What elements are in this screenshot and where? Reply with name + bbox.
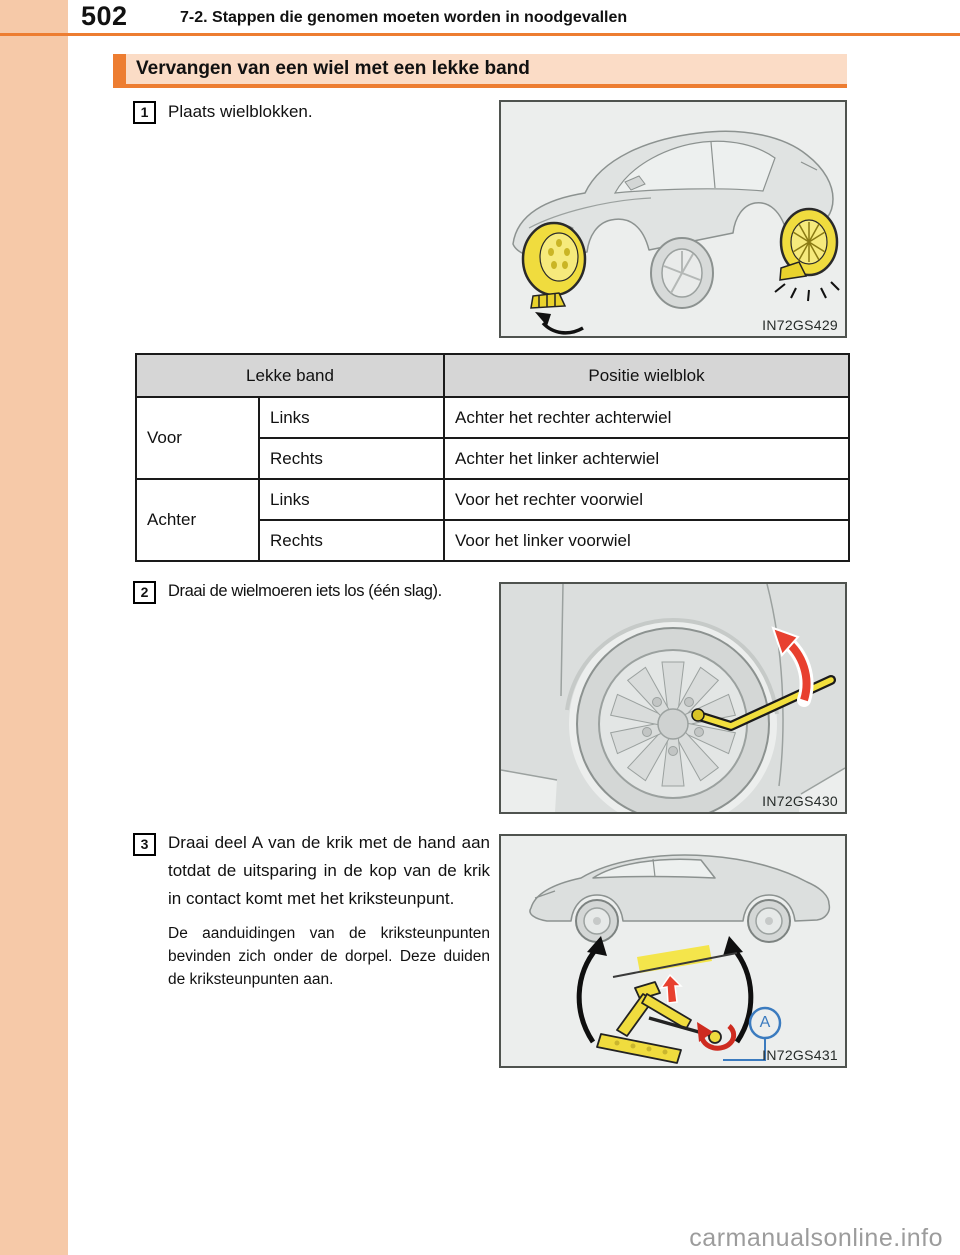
table-cell-position: Voor het linker voorwiel [443, 519, 850, 562]
header-rule [0, 33, 960, 36]
section-title: Vervangen van een wiel met een lekke ban… [136, 58, 530, 79]
wheel-wrench-illustration [501, 584, 845, 812]
wheel-chock-icon [530, 292, 567, 309]
wheel-block-table: Lekke band Positie wielblok Voor Links A… [135, 353, 850, 562]
jack-point-highlight [637, 945, 712, 973]
table-row: Rechts Voor het linker voorwiel [136, 519, 850, 562]
up-arrow-icon [723, 936, 754, 1044]
table-cell-position: Achter het linker achterwiel [443, 437, 850, 480]
table-cell-side: Links [258, 478, 445, 521]
up-arrow-icon [576, 936, 607, 1044]
step-1: 1 Plaats wielblokken. [133, 101, 313, 124]
figure-wheel-blocks: IN72GS429 [499, 100, 847, 338]
curved-arrow-icon [535, 312, 584, 335]
step-3-number-badge: 3 [133, 833, 156, 856]
table-cell-position: Voor het rechter voorwiel [443, 478, 850, 521]
section-accent-bar [113, 54, 126, 84]
step-1-number-badge: 1 [133, 101, 156, 124]
chapter-header: 7-2. Stappen die genomen moeten worden i… [180, 9, 628, 26]
page-number: 502 [81, 1, 128, 31]
watermark: carmanualsonline.info [689, 1224, 943, 1252]
table-header-row: Lekke band Positie wielblok [135, 353, 850, 398]
step-3: 3 Draai deel A van de krik met de hand a… [133, 833, 490, 991]
table-row: Rechts Achter het linker achterwiel [136, 437, 850, 480]
figure-label: IN72GS431 [762, 1047, 838, 1063]
emphasis-rays-icon [774, 281, 840, 302]
car-three-quarter-illustration [512, 130, 840, 335]
wheel-chock-icon [779, 261, 808, 281]
step-2-number-badge: 2 [133, 581, 156, 604]
table-cell-side: Links [258, 396, 445, 439]
table-header-block-position: Positie wielblok [443, 353, 850, 398]
figure-label: IN72GS430 [762, 793, 838, 809]
step-3-text: Draai deel A van de krik met de hand aan… [168, 833, 490, 908]
jack-illustration [501, 836, 845, 1066]
red-rotation-arrow-icon [771, 626, 814, 707]
table-cell-side: Rechts [258, 437, 445, 480]
step-2-text: Draai de wielmoeren iets los (één slag). [168, 582, 442, 600]
callout-a-letter: A [759, 1014, 771, 1031]
step-3-note: De aanduidingen van de kriksteunpunten b… [168, 925, 490, 988]
table-header-flat-tire: Lekke band [135, 353, 445, 398]
table-cell-group: Achter [135, 478, 260, 562]
table-row: Achter Links Voor het rechter voorwiel [135, 478, 850, 562]
page-margin-strip [0, 0, 68, 1255]
step-1-text: Plaats wielblokken. [168, 102, 313, 121]
section-title-bar: Vervangen van een wiel met een lekke ban… [113, 54, 847, 88]
table-cell-position: Achter het rechter achterwiel [443, 396, 850, 439]
table-cell-side: Rechts [258, 519, 445, 562]
figure-jack-positioning: A IN72GS431 [499, 834, 847, 1068]
figure-loosen-wheel-nuts: IN72GS430 [499, 582, 847, 814]
lug-wrench-icon [691, 675, 836, 731]
table-cell-group: Voor [135, 396, 260, 480]
table-row: Voor Links Achter het rechter achterwiel [135, 396, 850, 480]
jack-screw-rotation-arrow-icon [697, 1022, 737, 1051]
callout-a-icon [723, 1006, 782, 1061]
step-2: 2 Draai de wielmoeren iets los (één slag… [133, 581, 442, 604]
red-up-arrow-icon [659, 973, 683, 1004]
figure-label: IN72GS429 [762, 317, 838, 333]
